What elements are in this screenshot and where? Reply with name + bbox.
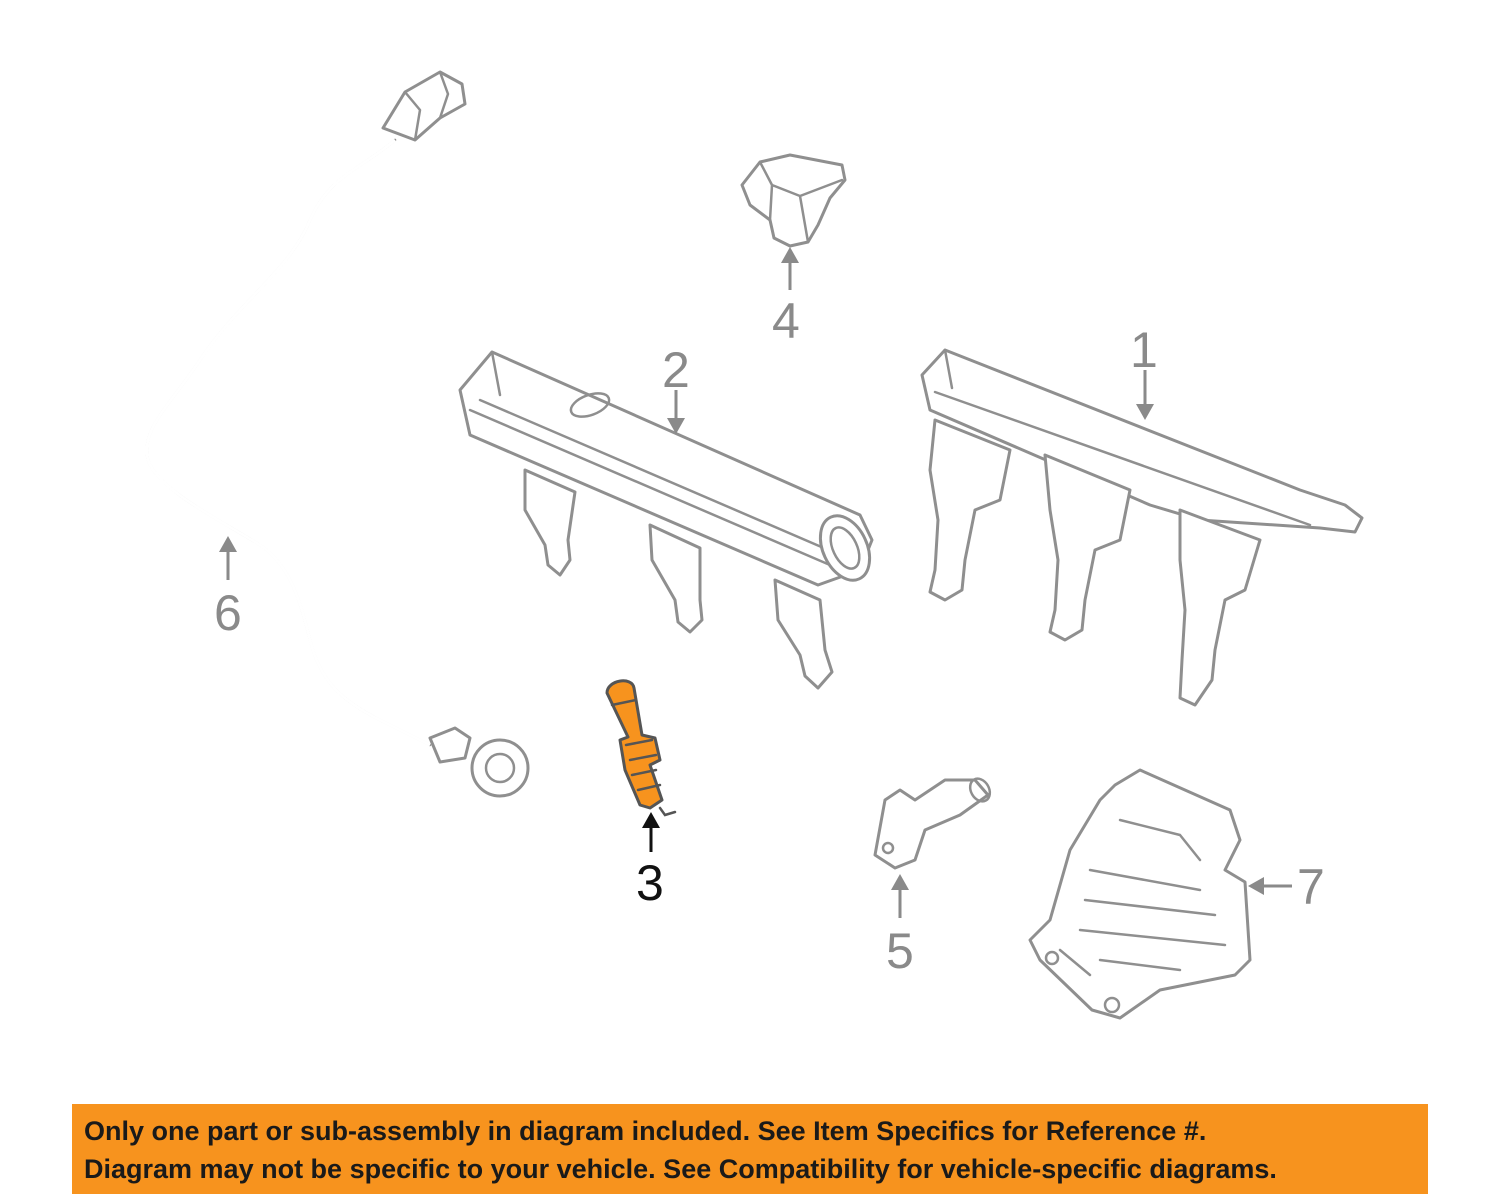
callout-7-label: 7 <box>1297 859 1325 915</box>
part-5-position-sensor[interactable] <box>873 775 994 870</box>
disclaimer-banner: Only one part or sub-assembly in diagram… <box>72 1104 1428 1194</box>
callout-3-label: 3 <box>636 855 664 911</box>
part-2-ignition-coil[interactable] <box>458 350 879 690</box>
callout-4-label: 4 <box>772 293 800 349</box>
callout-6-label: 6 <box>214 585 242 641</box>
part-3-spark-plug[interactable] <box>605 679 677 817</box>
callout-2-label: 2 <box>662 342 690 398</box>
part-6-knock-sensor[interactable] <box>145 70 530 798</box>
callout-1-label: 1 <box>1130 322 1158 378</box>
part-7-control-module[interactable] <box>1028 768 1252 1020</box>
disclaimer-line-2: Diagram may not be specific to your vehi… <box>84 1154 1277 1184</box>
part-1-ignition-coil[interactable] <box>920 348 1364 707</box>
disclaimer-line-1: Only one part or sub-assembly in diagram… <box>84 1116 1207 1146</box>
part-4-sensor[interactable] <box>740 153 847 248</box>
callout-5-label: 5 <box>886 923 914 979</box>
callout-arrows <box>219 247 1292 918</box>
